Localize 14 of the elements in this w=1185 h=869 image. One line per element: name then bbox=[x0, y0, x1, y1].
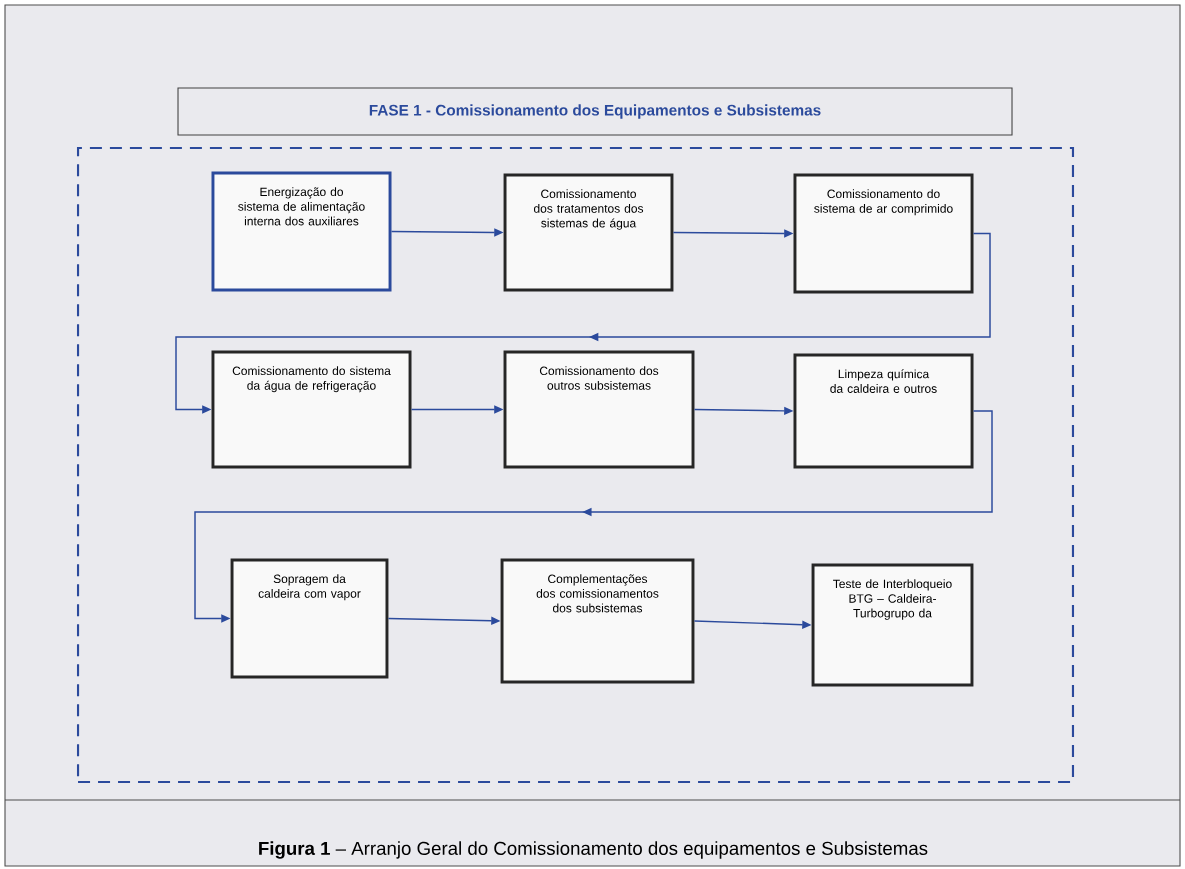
caption: Figura 1 – Arranjo Geral do Comissionamento dos equipamentos e Subsistemas bbox=[259, 841, 928, 859]
process-box: Energização do sistema de alimentação interna dos auxiliares bbox=[211, 171, 392, 292]
process-box: Limpeza química da caldeira e outros bbox=[793, 353, 974, 469]
process-box: Comissionamento do sistema da água de refrigeração bbox=[211, 350, 412, 469]
title-box: FASE 1 - Comissionamento dos Equipamentos e Subsistemas bbox=[177, 87, 1013, 136]
arrow bbox=[194, 410, 993, 623]
process-box: Sopragem da caldeira com vapor bbox=[230, 558, 389, 679]
arrow bbox=[175, 232, 991, 414]
process-box: Comissionamento do sistema de ar comprimido bbox=[793, 173, 974, 294]
process-box: Teste de Interbloqueio BTG – Caldeira-Turbogrupo da bbox=[811, 563, 974, 687]
process-box: Complementações dos comissionamentos dos subsistemas bbox=[500, 558, 695, 684]
process-box: Comissionamento dos tratamentos dos sistemas de água bbox=[503, 173, 674, 292]
process-box: Comissionamento dos outros subsistemas bbox=[503, 350, 695, 469]
dashed-frame bbox=[76, 146, 1075, 784]
